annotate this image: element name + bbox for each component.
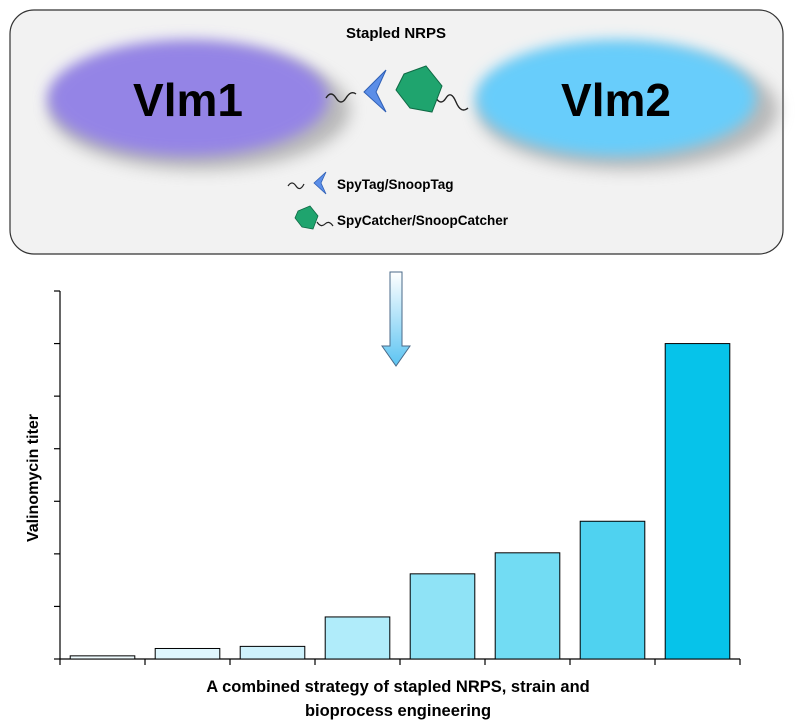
- vlm2-label: Vlm2: [561, 74, 671, 126]
- x-axis-label-line-1: A combined strategy of stapled NRPS, str…: [206, 678, 590, 696]
- bar-2: [154, 647, 221, 660]
- bar-3: [239, 645, 306, 660]
- bar-4: [324, 616, 391, 660]
- legend-catcher-linker: [316, 221, 334, 227]
- legend-tag-linker: [287, 182, 305, 190]
- vlm1-label: Vlm1: [133, 74, 243, 126]
- legend-item-tag: SpyTag/SnoopTag: [287, 171, 454, 195]
- vlm2-module: [476, 40, 756, 156]
- valinomycin-bar-chart: Valinomycin titer A combined strategy of…: [25, 290, 741, 720]
- legend-spycatcher-icon: [294, 205, 319, 230]
- linker-right: [435, 94, 469, 111]
- down-arrow-icon: [381, 271, 411, 367]
- bars: [69, 343, 731, 660]
- y-axis-label: Valinomycin titer: [25, 414, 42, 542]
- legend-catcher-label: SpyCatcher/SnoopCatcher: [337, 213, 509, 228]
- linker-left: [325, 91, 357, 103]
- spytag-chevron-icon: [363, 69, 387, 113]
- legend-tag-label: SpyTag/SnoopTag: [337, 177, 454, 192]
- spycatcher-pentagon-icon: [395, 65, 443, 113]
- bar-6: [494, 552, 561, 660]
- bar-5: [409, 573, 476, 660]
- x-ticks: [59, 659, 741, 665]
- bar-1: [69, 655, 136, 660]
- y-ticks: [54, 290, 60, 660]
- bar-8: [664, 343, 731, 660]
- stapled-nrps-panel: Stapled NRPS Vlm1 Vlm2 SpyTag/SnoopTag S…: [9, 9, 784, 255]
- legend-spytag-icon: [313, 171, 327, 195]
- x-axis-label-line-2: bioprocess engineering: [305, 702, 491, 720]
- legend-item-catcher: SpyCatcher/SnoopCatcher: [294, 205, 509, 230]
- panel-title: Stapled NRPS: [346, 25, 446, 42]
- bar-7: [579, 520, 646, 660]
- vlm1-module: [48, 40, 328, 156]
